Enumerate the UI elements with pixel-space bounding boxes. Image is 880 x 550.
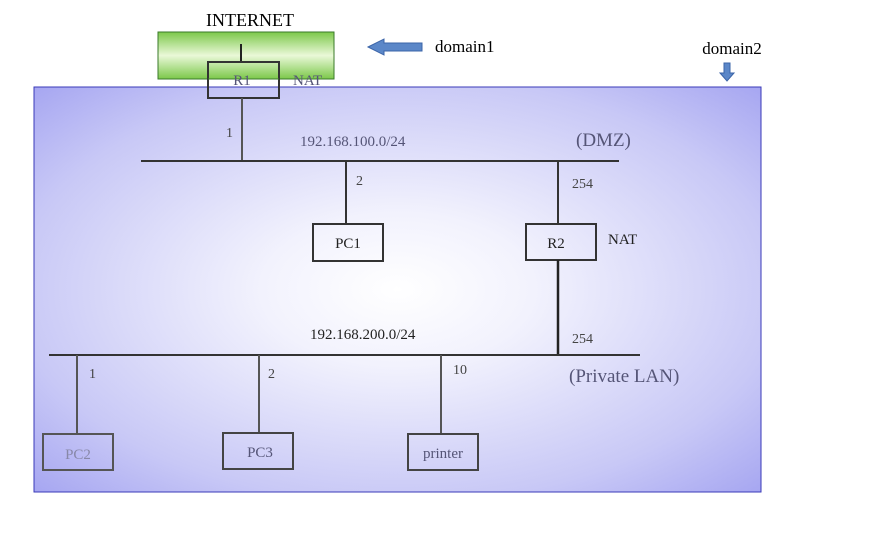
printer-label: printer — [423, 446, 463, 462]
printer-box — [407, 433, 479, 471]
pc1-label: PC1 — [335, 236, 361, 252]
r2-nat-label: NAT — [608, 232, 637, 248]
pc2-box — [42, 433, 114, 471]
pc1-host: 2 — [356, 174, 363, 189]
pc1-box — [312, 223, 384, 262]
lan-name-label: (Private LAN) — [569, 366, 679, 387]
internet-box — [157, 31, 335, 80]
dmz-network-label: 192.168.100.0/24 — [300, 134, 406, 150]
r2-router — [525, 223, 597, 261]
domain1-label: domain1 — [435, 37, 495, 56]
r2-dmz-host: 254 — [572, 177, 593, 192]
r1-router — [207, 61, 280, 99]
r1-label: R1 — [233, 73, 251, 89]
internet-label: INTERNET — [206, 10, 294, 30]
lan-network-label: 192.168.200.0/24 — [310, 327, 416, 343]
domain2-label: domain2 — [702, 39, 762, 58]
domain1-arrow-icon — [366, 38, 423, 56]
r1-dmz-host: 1 — [226, 126, 233, 141]
domain2-area — [33, 86, 762, 493]
printer-host: 10 — [453, 363, 467, 378]
dmz-name-label: (DMZ) — [576, 130, 631, 151]
pc3-host: 2 — [268, 367, 275, 382]
pc3-box — [222, 432, 294, 470]
r2-label: R2 — [547, 236, 565, 252]
pc2-label: PC2 — [65, 447, 91, 463]
domain2-arrow-icon — [718, 62, 736, 82]
r1-nat-label: NAT — [293, 73, 322, 89]
r2-lan-host: 254 — [572, 332, 593, 347]
pc3-label: PC3 — [247, 445, 273, 461]
pc2-host: 1 — [89, 367, 96, 382]
